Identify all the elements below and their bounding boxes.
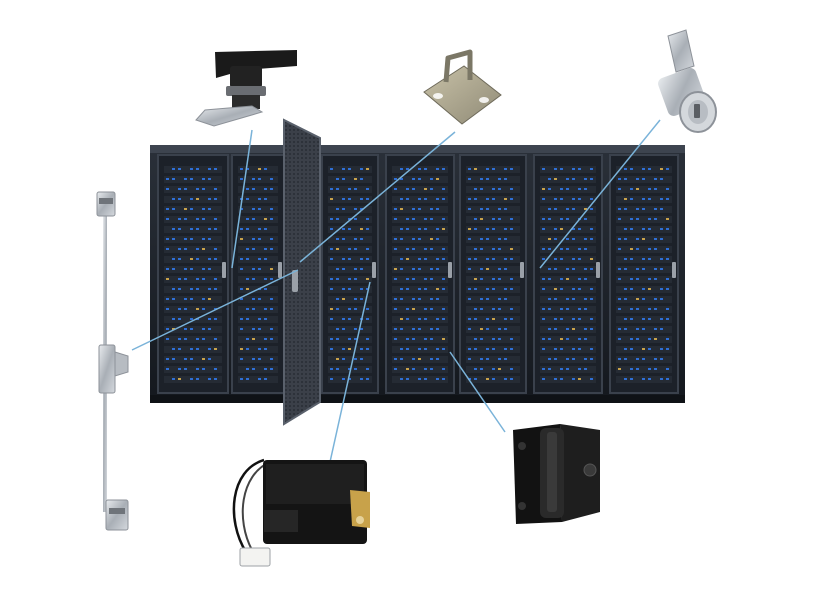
rack-cabinet bbox=[231, 154, 285, 394]
rack-cabinet bbox=[385, 154, 455, 394]
rack-cabinet bbox=[533, 154, 603, 394]
cabinet-handle-icon bbox=[448, 262, 452, 278]
door-handle-icon bbox=[292, 270, 298, 292]
rack-cabinet bbox=[459, 154, 527, 394]
rod-latch-icon bbox=[96, 191, 129, 531]
cabinet-handle-icon bbox=[278, 262, 282, 278]
cabinet-handle-icon bbox=[222, 262, 226, 278]
rack-cabinet bbox=[609, 154, 679, 394]
open-rack-door bbox=[283, 118, 321, 426]
callout-lines bbox=[131, 119, 661, 463]
rack-cabinets bbox=[157, 154, 679, 394]
mounting-bracket-icon bbox=[423, 49, 502, 125]
hinge-icon bbox=[513, 424, 600, 524]
cabinet-handle-icon bbox=[672, 262, 676, 278]
connector-icon bbox=[239, 547, 271, 567]
cabinet-handle-icon bbox=[596, 262, 600, 278]
rack-cabinet bbox=[321, 154, 379, 394]
cabinet-handle-icon bbox=[372, 262, 376, 278]
cam-lock-icon bbox=[658, 29, 717, 133]
electronic-lock-icon bbox=[232, 458, 370, 567]
t-handle-lock-icon bbox=[195, 50, 297, 127]
rack-cabinet bbox=[157, 154, 229, 394]
cabinet-handle-icon bbox=[520, 262, 524, 278]
